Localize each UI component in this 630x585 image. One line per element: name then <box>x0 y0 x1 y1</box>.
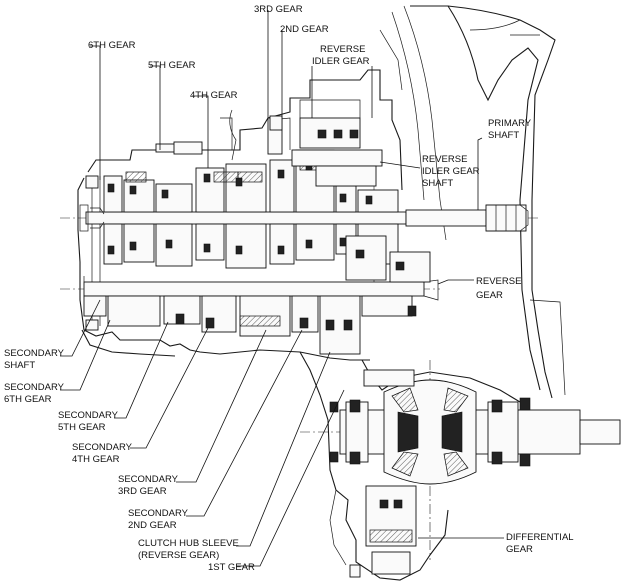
labels: 3RD GEAR 2ND GEAR 6TH GEAR REVERSE IDLER… <box>4 4 574 573</box>
label-secondary-2nd-1: SECONDARY <box>128 508 189 519</box>
label-secondary-4th-2: 4TH GEAR <box>72 454 120 465</box>
label-differential-gear-2: GEAR <box>506 544 533 555</box>
label-6th-gear: 6TH GEAR <box>88 40 136 51</box>
label-secondary-shaft-1: SECONDARY <box>4 348 65 359</box>
label-reverse-idler-shaft-3: SHAFT <box>422 178 453 189</box>
label-reverse-idler-shaft-2: IDLER GEAR <box>422 166 480 177</box>
label-secondary-3rd-2: 3RD GEAR <box>118 486 167 497</box>
label-reverse-idler-shaft-1: REVERSE <box>422 154 467 165</box>
label-secondary-2nd-2: 2ND GEAR <box>128 520 177 531</box>
secondary-shaft <box>83 276 439 355</box>
label-secondary-6th-1: SECONDARY <box>4 382 65 393</box>
label-reverse-gear-1: REVERSE <box>476 276 521 287</box>
label-secondary-5th-1: SECONDARY <box>58 410 119 421</box>
label-primary-shaft-1: PRIMARY <box>488 118 532 129</box>
bell-housing <box>379 5 566 399</box>
label-primary-shaft-2: SHAFT <box>488 130 519 141</box>
label-secondary-6th-2: 6TH GEAR <box>4 394 52 405</box>
label-clutch-hub-sleeve-1: CLUTCH HUB SLEEVE <box>138 538 239 549</box>
label-5th-gear: 5TH GEAR <box>148 60 196 71</box>
label-4th-gear: 4TH GEAR <box>190 90 238 101</box>
label-3rd-gear: 3RD GEAR <box>254 4 303 15</box>
label-reverse-idler-gear-2: IDLER GEAR <box>312 56 370 67</box>
label-reverse-gear-2: GEAR <box>476 290 503 301</box>
differential <box>329 369 621 575</box>
label-differential-gear-1: DIFFERENTIAL <box>506 532 574 543</box>
label-secondary-3rd-1: SECONDARY <box>118 474 179 485</box>
label-2nd-gear: 2ND GEAR <box>280 24 329 35</box>
label-secondary-shaft-2: SHAFT <box>4 360 35 371</box>
label-clutch-hub-sleeve-2: (REVERSE GEAR) <box>138 550 219 561</box>
case-bolts <box>85 115 361 578</box>
label-reverse-idler-gear-1: REVERSE <box>320 44 365 55</box>
leader-lines <box>60 10 504 567</box>
shift-rail <box>155 109 237 161</box>
label-secondary-5th-2: 5TH GEAR <box>58 422 106 433</box>
primary-shaft <box>79 204 529 232</box>
label-1st-gear: 1ST GEAR <box>208 562 255 573</box>
transmission-case <box>77 69 521 581</box>
label-secondary-4th-1: SECONDARY <box>72 442 133 453</box>
reverse-gear <box>345 235 431 283</box>
